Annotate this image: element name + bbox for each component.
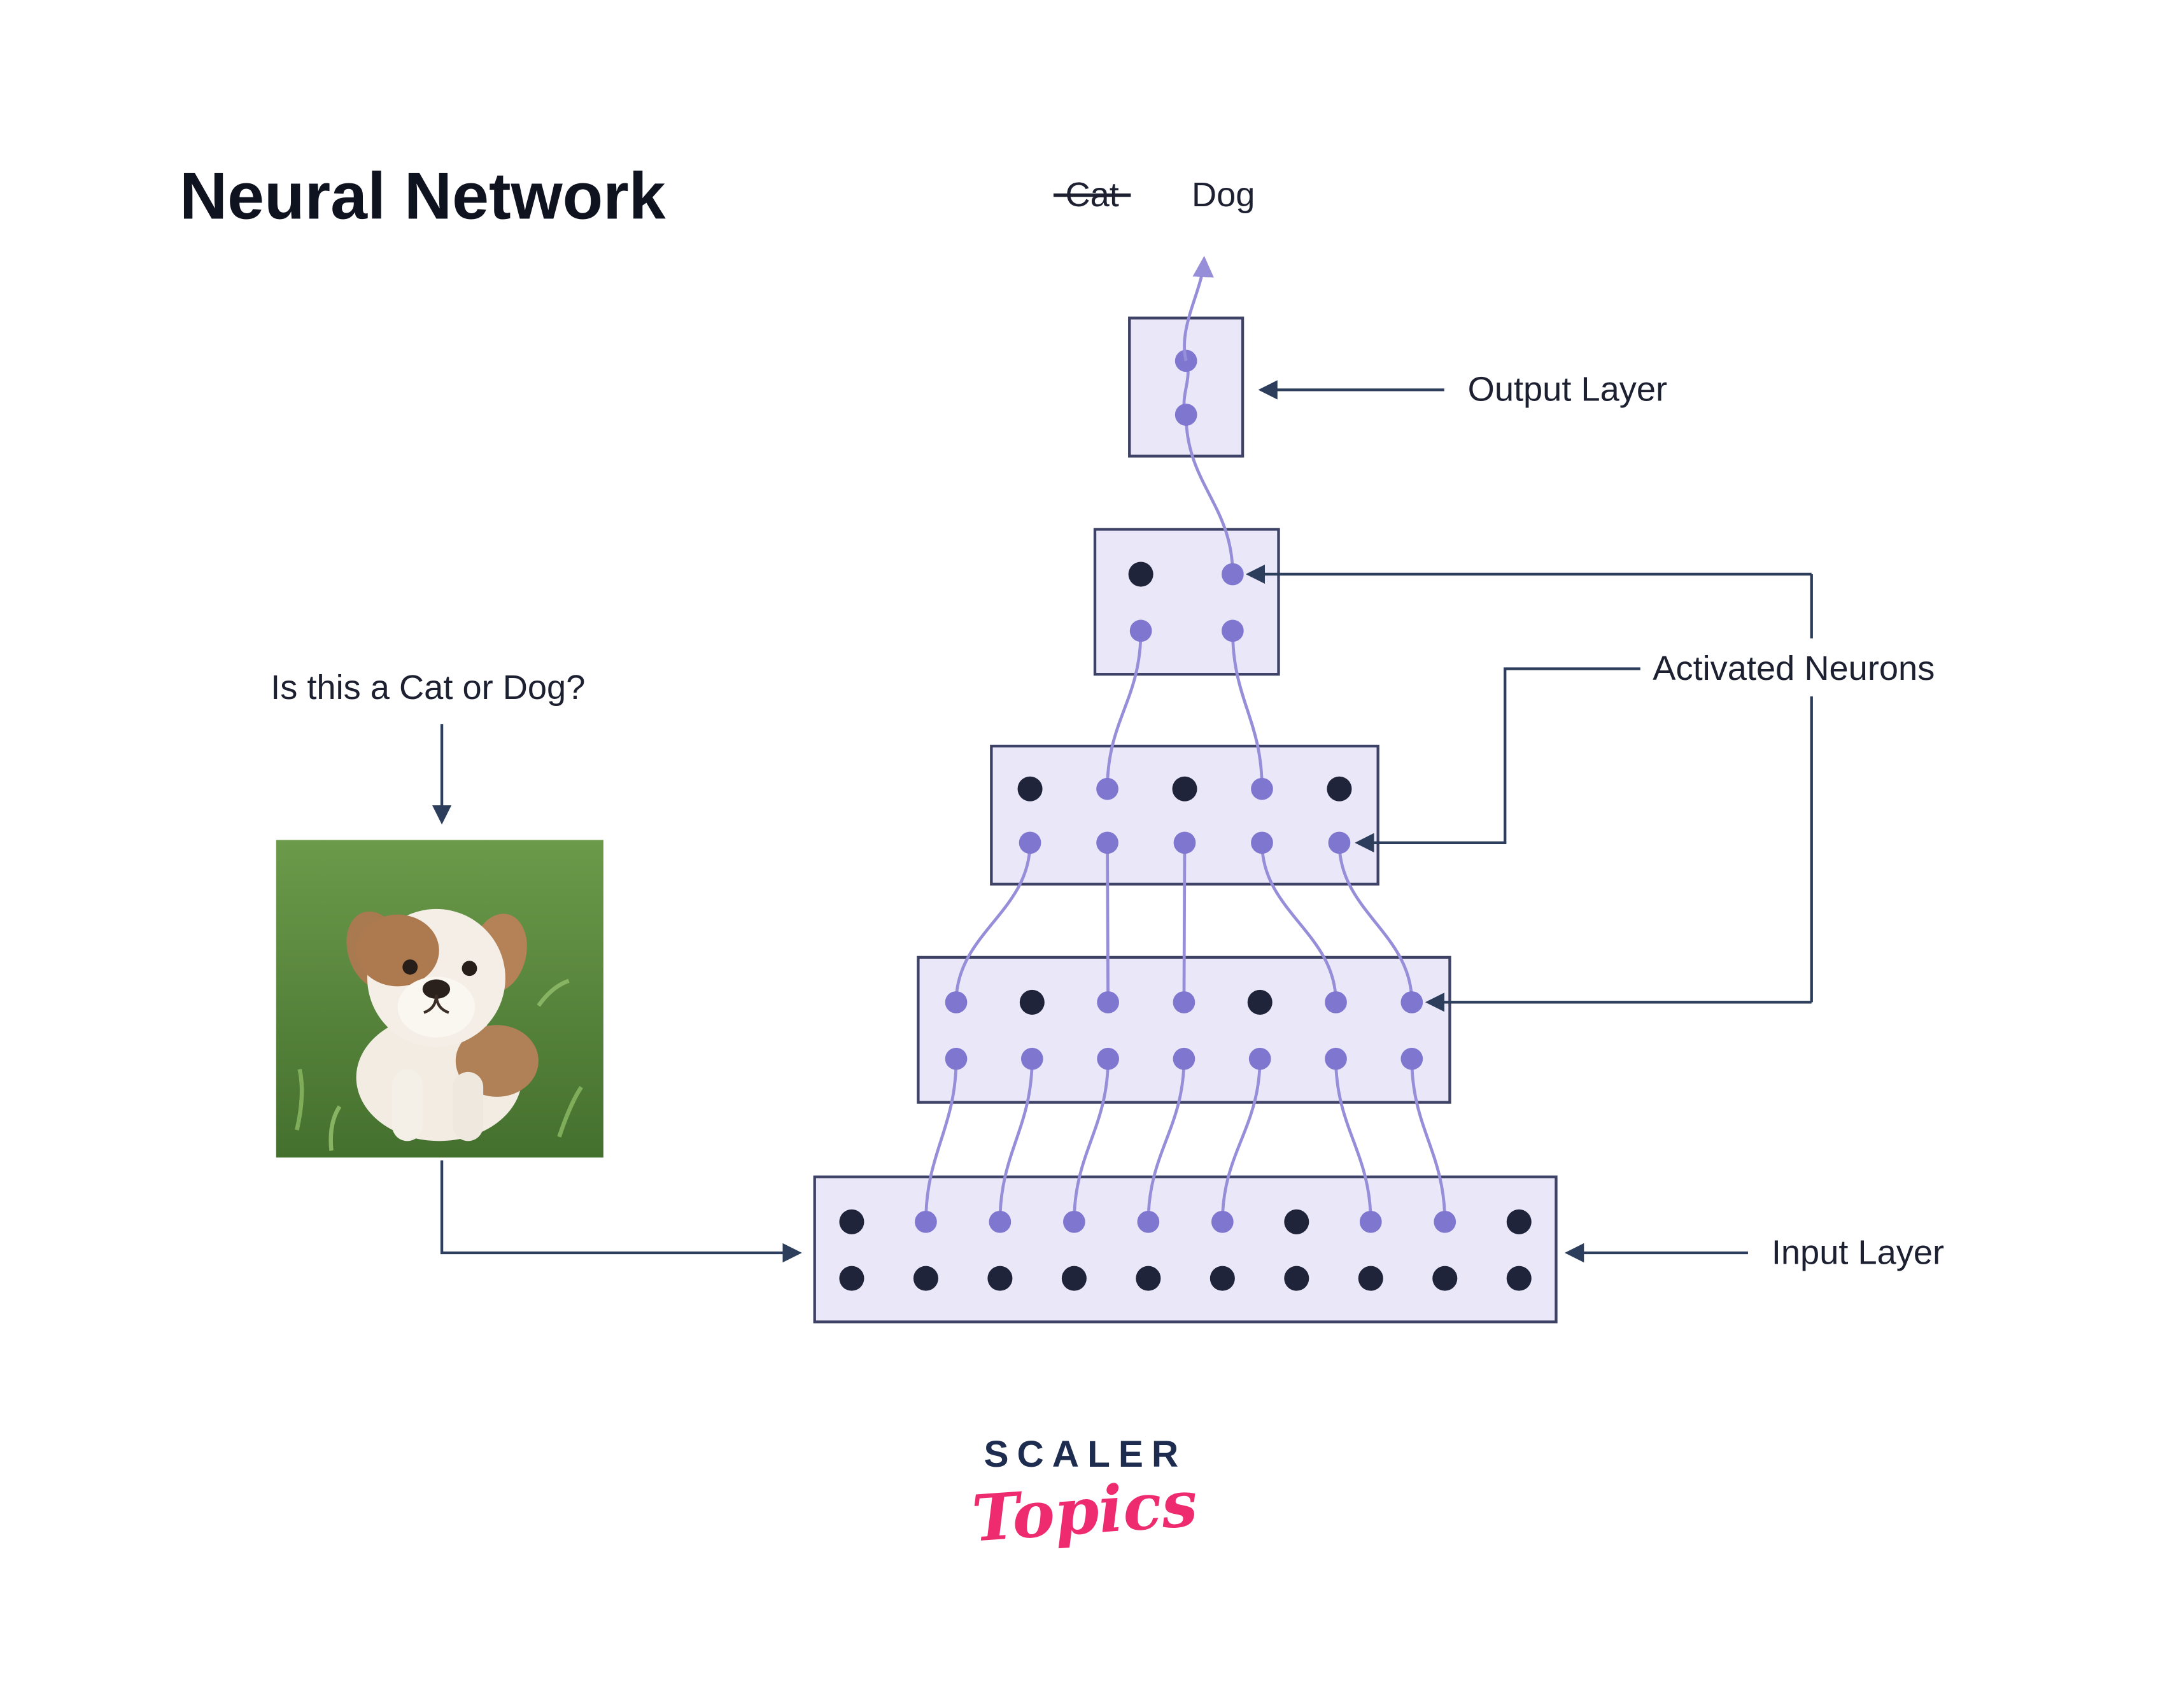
neuron-inactive-input <box>1432 1266 1458 1291</box>
neuron-inactive-input <box>1209 1266 1235 1291</box>
network-layers <box>813 316 1558 1323</box>
neuron-active-hidden-1 <box>1325 1047 1347 1070</box>
input-layer-label: Input Layer <box>1772 1233 1944 1271</box>
neuron-inactive-hidden-1 <box>1247 989 1273 1015</box>
neuron-active-hidden-2 <box>1096 831 1118 854</box>
neuron-inactive-input <box>1506 1209 1532 1234</box>
neuron-inactive-hidden-1 <box>1019 989 1045 1015</box>
neuron-active-hidden-1 <box>1173 1047 1195 1070</box>
neuron-inactive-input <box>839 1209 864 1234</box>
neuron-active-hidden-2 <box>1173 831 1196 854</box>
connection <box>924 1059 958 1222</box>
connection <box>1337 842 1414 1003</box>
neuron-active-hidden-3 <box>1129 619 1152 642</box>
image-to-input-arrow <box>440 1160 802 1263</box>
neuron-active-hidden-1 <box>945 991 968 1013</box>
puppy <box>346 908 539 1141</box>
connection <box>1146 1059 1186 1222</box>
neuron-inactive-input <box>1284 1209 1309 1234</box>
activated-neurons-label: Activated Neurons <box>1653 649 1935 688</box>
neuron-active-hidden-2 <box>1096 777 1118 800</box>
neuron-active-hidden-1 <box>1173 991 1195 1013</box>
layer-box-hidden-3 <box>1093 528 1280 676</box>
dog-label: Dog <box>1192 176 1255 214</box>
neuron-active-input <box>1137 1210 1160 1233</box>
neuron-inactive-input <box>1506 1266 1532 1291</box>
neuron-active-input <box>989 1210 1012 1233</box>
neuron-inactive-hidden-3 <box>1128 561 1153 587</box>
neuron-active-hidden-1 <box>1097 991 1119 1013</box>
neuron-active-hidden-2 <box>1019 831 1041 854</box>
neuron-inactive-hidden-2 <box>1327 776 1352 801</box>
neuron-active-hidden-1 <box>1400 991 1423 1013</box>
puppy-image <box>276 840 603 1158</box>
output-to-dog-arrow <box>1183 255 1214 362</box>
connection <box>1410 1059 1447 1222</box>
neuron-inactive-input <box>1284 1266 1309 1291</box>
logo-topics: Topics <box>970 1465 1199 1556</box>
connection <box>954 842 1032 1003</box>
neuron-active-hidden-1 <box>1248 1047 1271 1070</box>
connection <box>1334 1059 1372 1222</box>
neuron-active-hidden-2 <box>1328 831 1351 854</box>
neuron-inactive-input <box>1061 1266 1087 1291</box>
neuron-active-hidden-2 <box>1251 831 1273 854</box>
neuron-active-input <box>1211 1210 1234 1233</box>
connection <box>998 1059 1034 1222</box>
neuron-active-input <box>1063 1210 1085 1233</box>
layer-box-input <box>813 1175 1558 1323</box>
connection <box>1184 414 1234 575</box>
neuron-active-input <box>1434 1210 1456 1233</box>
neuron-inactive-input <box>913 1266 938 1291</box>
neuron-active-hidden-1 <box>945 1047 968 1070</box>
connection <box>1260 842 1337 1003</box>
connection <box>1182 842 1187 1003</box>
logo-scaler: SCALER <box>984 1434 1187 1475</box>
neuron-active-hidden-3 <box>1222 619 1244 642</box>
page-title: Neural Network <box>180 159 666 233</box>
connection <box>1106 630 1143 789</box>
connection <box>1220 1059 1262 1222</box>
neuron-active-hidden-1 <box>1400 1047 1423 1070</box>
connection <box>1072 1059 1110 1222</box>
output-layer-label: Output Layer <box>1468 371 1667 409</box>
neuron-active-hidden-3 <box>1222 563 1244 586</box>
neuron-inactive-input <box>1358 1266 1383 1291</box>
neuron-inactive-input <box>839 1266 864 1291</box>
question-label: Is this a Cat or Dog? <box>271 668 585 707</box>
neuron-active-output <box>1174 404 1197 426</box>
neuron-active-hidden-1 <box>1097 1047 1119 1070</box>
neuron-inactive-hidden-2 <box>1172 776 1197 801</box>
neuron-active-input <box>915 1210 937 1233</box>
neuron-active-input <box>1359 1210 1382 1233</box>
neuron-active-hidden-1 <box>1020 1047 1043 1070</box>
neuron-inactive-input <box>987 1266 1013 1291</box>
neuron-active-hidden-2 <box>1251 777 1273 800</box>
neuron-inactive-input <box>1136 1266 1161 1291</box>
connection <box>1231 630 1264 789</box>
activated-neurons-arrow-middle <box>1355 667 1640 852</box>
neuron-inactive-hidden-2 <box>1017 776 1043 801</box>
neuron-active-hidden-1 <box>1325 991 1347 1013</box>
